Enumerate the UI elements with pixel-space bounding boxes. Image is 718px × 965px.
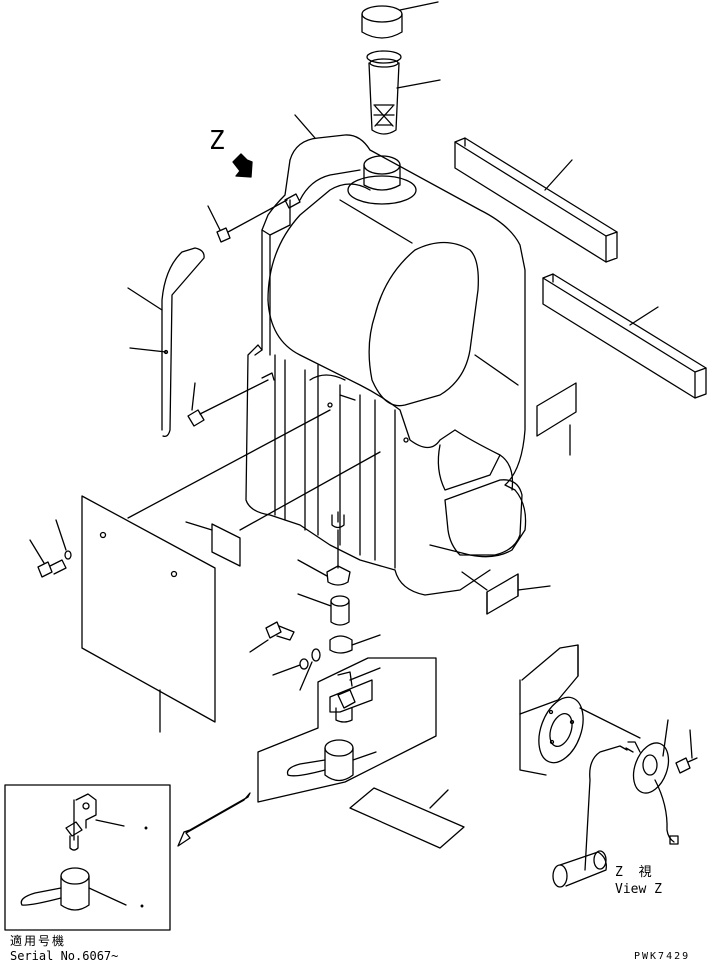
drawing-code: PWK7429 [634, 951, 691, 962]
drain-hose [297, 593, 350, 626]
tank-cover-plate [81, 409, 331, 733]
view-direction-arrow-icon [232, 153, 253, 178]
breather-bolt [207, 199, 288, 243]
view-z-tank-side [519, 644, 579, 776]
filler-strainer [366, 50, 441, 135]
breather-clamp-bolt [187, 372, 275, 427]
serial-range: Serial No.6067~ [10, 949, 119, 963]
cover-bolt [29, 519, 72, 578]
sender-float [552, 850, 607, 888]
view-z-title-jp: Z 視 [615, 865, 656, 880]
filler-cap [361, 1, 439, 39]
serial-detail-inset [4, 784, 171, 931]
drain-bracket-outline [257, 657, 437, 803]
tank-decal-right [536, 382, 577, 456]
view-z-title-en: View Z [615, 882, 662, 897]
sender-mount-flange [538, 696, 641, 764]
fuel-level-sender [584, 719, 679, 871]
drain-elbow [297, 511, 351, 586]
inset-pointer-arrow-icon [177, 792, 251, 847]
serial-heading-jp: 適用号機 [10, 934, 67, 948]
drain-cover-plate [349, 787, 465, 849]
tank-decal-bottom [461, 571, 551, 615]
breather-hose [127, 247, 205, 438]
hose-clamp [329, 634, 381, 654]
insulation-plate-upper [454, 137, 618, 263]
drain-valve [286, 739, 377, 782]
drain-bolt [249, 621, 321, 691]
sender-bolt [675, 729, 698, 774]
insulation-plate-lower [542, 273, 707, 399]
view-z-marker: Z [209, 126, 225, 156]
fuel-tank [245, 114, 527, 596]
caution-label [185, 451, 381, 567]
